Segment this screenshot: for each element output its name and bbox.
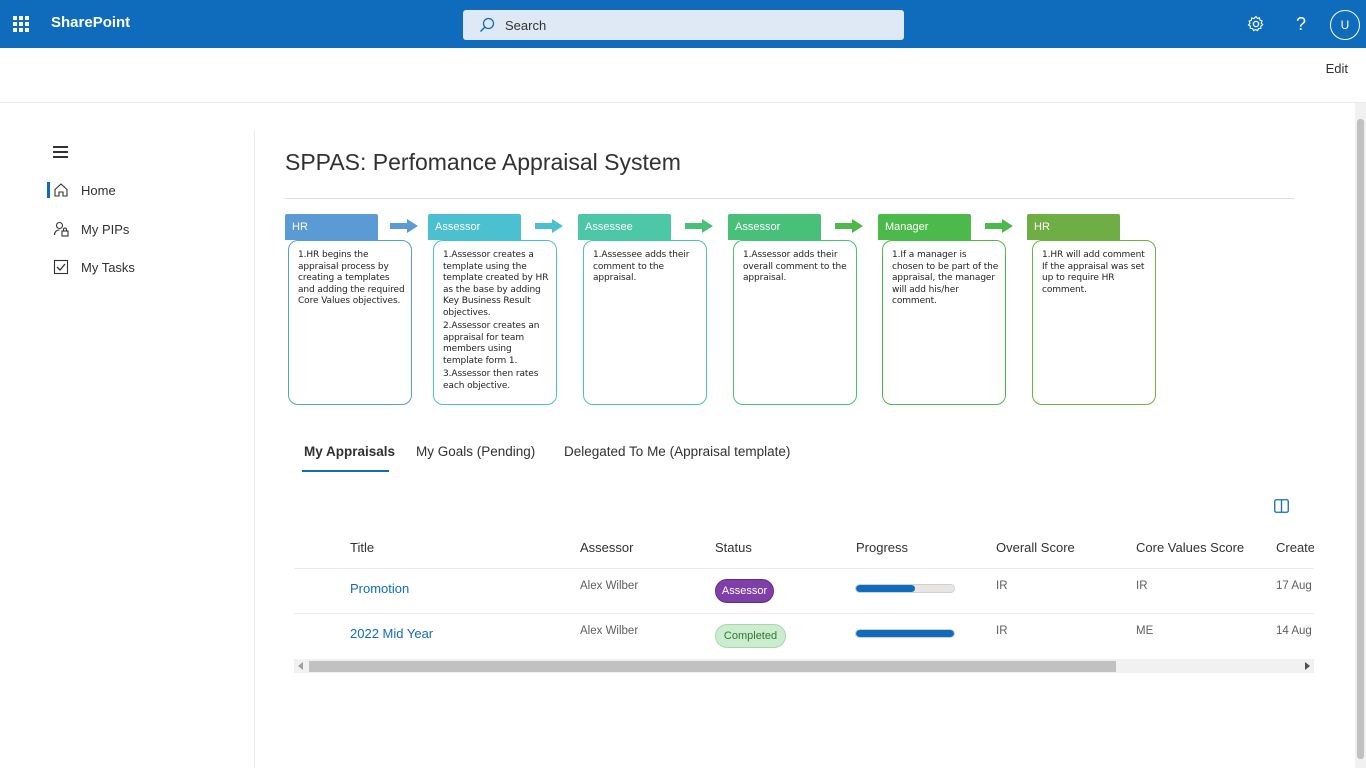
step-text: 1.Assessor creates a template using the …	[443, 250, 549, 318]
user-avatar[interactable]: U	[1330, 10, 1360, 40]
row-title-link[interactable]: Promotion	[350, 581, 410, 596]
column-header-overall-score[interactable]: Overall Score	[996, 540, 1075, 555]
title-divider	[285, 198, 1294, 199]
row-divider	[294, 613, 1314, 614]
column-header-core-values-score[interactable]: Core Values Score	[1136, 540, 1245, 555]
sidebar-item-home[interactable]: Home	[47, 178, 116, 202]
row-overall-score: IR	[996, 625, 1008, 637]
sidebar-item-label: My PIPs	[81, 221, 130, 237]
step-text: 1.HR begins the appraisal process by cre…	[298, 250, 405, 306]
command-bar: Edit	[0, 48, 1366, 103]
sidebar-item-my-pips[interactable]: My PIPs	[47, 217, 129, 241]
step-card: 1.HR will add comment If the appraisal w…	[1032, 240, 1156, 405]
step-role-tab: HR	[285, 214, 378, 240]
search-input[interactable]: Search	[463, 10, 904, 40]
arrow-right-icon	[985, 219, 1013, 233]
scrollbar-thumb[interactable]	[1357, 119, 1364, 759]
active-tab-underline	[302, 470, 389, 472]
step-card: 1.Assessor adds their overall comment to…	[733, 240, 857, 405]
step-text: 2.Assessor creates an appraisal for team…	[443, 321, 540, 366]
step-role-tab: Manager	[878, 214, 971, 240]
row-core-values-score: IR	[1136, 580, 1148, 592]
row-overall-score: IR	[996, 580, 1008, 592]
row-assessor: Alex Wilber	[580, 625, 639, 637]
sidebar-item-label: Home	[81, 182, 116, 198]
app-launcher-icon[interactable]	[13, 16, 29, 32]
progress-bar	[855, 584, 955, 593]
step-card: 1.HR begins the appraisal process by cre…	[288, 240, 412, 405]
column-header-assessor[interactable]: Assessor	[580, 540, 634, 555]
step-text: 1.Assessor adds their overall comment to…	[743, 250, 847, 283]
row-core-values-score: ME	[1136, 625, 1154, 637]
step-card: 1.Assessor creates a template using the …	[433, 240, 557, 405]
help-icon[interactable]: ?	[1295, 13, 1306, 34]
step-card: 1.Assessee adds their comment to the app…	[583, 240, 707, 405]
arrow-right-icon	[535, 219, 563, 233]
scroll-right-arrow-icon[interactable]	[1305, 662, 1310, 670]
step-text: 1.Assessee adds their comment to the app…	[593, 250, 690, 283]
progress-bar	[855, 629, 955, 638]
arrow-right-icon	[390, 219, 418, 233]
step-text: 1.HR will add comment If the appraisal w…	[1042, 250, 1145, 295]
row-created: 17 Aug	[1276, 580, 1312, 592]
status-badge: Completed	[715, 624, 786, 648]
step-role-tab: Assessor	[428, 214, 521, 240]
person-lock-icon	[53, 221, 69, 237]
settings-gear-icon[interactable]	[1246, 14, 1266, 34]
horizontal-scrollbar[interactable]	[294, 659, 1314, 673]
column-header-progress[interactable]: Progress	[856, 540, 909, 555]
home-icon	[54, 183, 68, 197]
search-icon	[480, 17, 495, 32]
column-header-status[interactable]: Status	[715, 540, 752, 555]
sidebar-item-label: My Tasks	[81, 259, 135, 275]
column-header-created[interactable]: Create	[1276, 540, 1314, 555]
search-placeholder: Search	[505, 18, 547, 33]
hamburger-menu-icon[interactable]	[53, 146, 68, 158]
checkbox-icon	[53, 259, 69, 275]
tab-delegated[interactable]: Delegated To Me (Appraisal template)	[564, 444, 791, 459]
progress-fill	[856, 630, 954, 637]
tab-my-appraisals[interactable]: My Appraisals	[304, 444, 396, 459]
nav-divider	[254, 130, 255, 768]
scroll-left-arrow-icon[interactable]	[298, 662, 303, 670]
suite-bar: SharePoint Search ? U	[0, 0, 1366, 48]
page-title: SPPAS: Perfomance Appraisal System	[285, 149, 681, 175]
tab-my-goals[interactable]: My Goals (Pending)	[416, 444, 536, 459]
progress-fill	[856, 585, 915, 592]
row-title-link[interactable]: 2022 Mid Year	[350, 626, 434, 641]
row-assessor: Alex Wilber	[580, 580, 639, 592]
vertical-scrollbar[interactable]	[1355, 103, 1366, 768]
arrow-right-icon	[835, 219, 863, 233]
step-card: 1.If a manager is chosen to be part of t…	[882, 240, 1006, 405]
row-created: 14 Aug	[1276, 625, 1312, 637]
step-text: 3.Assessor then rates each objective.	[443, 369, 539, 391]
row-divider	[294, 568, 1314, 569]
edit-button[interactable]: Edit	[1325, 61, 1348, 76]
sidebar-item-my-tasks[interactable]: My Tasks	[47, 255, 135, 279]
scrollbar-thumb[interactable]	[309, 661, 1116, 672]
column-header-title[interactable]: Title	[350, 540, 375, 555]
columns-icon[interactable]	[1274, 499, 1289, 513]
status-badge: Assessor	[715, 579, 774, 603]
step-role-tab: Assessee	[578, 214, 671, 240]
step-role-tab: Assessor	[728, 214, 821, 240]
arrow-right-icon	[685, 219, 713, 233]
step-text: 1.If a manager is chosen to be part of t…	[892, 250, 999, 306]
brand-name[interactable]: SharePoint	[51, 14, 131, 31]
selected-indicator	[47, 182, 50, 198]
step-role-tab: HR	[1027, 214, 1120, 240]
